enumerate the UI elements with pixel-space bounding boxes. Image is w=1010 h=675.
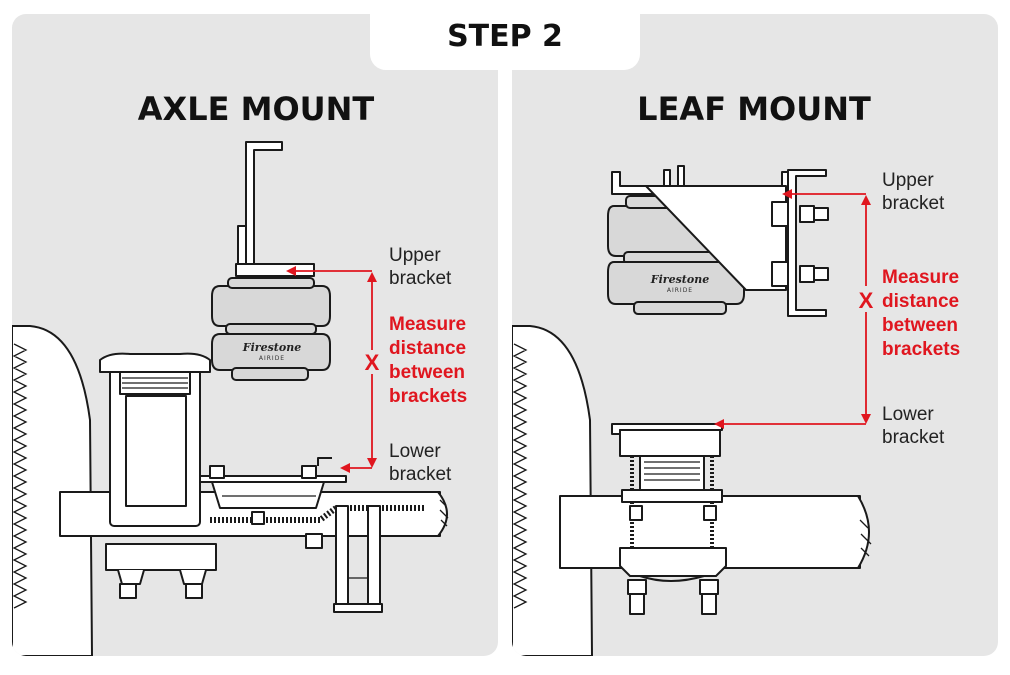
axle-upper-label: Upper bracket xyxy=(389,245,452,289)
leaf-upper-label: Upper bracket xyxy=(882,170,945,214)
tire-left xyxy=(12,325,93,656)
axle-measure-label: Measure distance between brackets xyxy=(389,314,471,407)
axle-mount-title: AXLE MOUNT xyxy=(138,90,375,128)
axle-measure-lines: X xyxy=(286,266,380,473)
leaf-spring-brand: Firestone xyxy=(650,273,709,286)
leaf-mount-title: LEAF MOUNT xyxy=(637,90,871,128)
leaf-spring-pack xyxy=(99,352,217,599)
tire-right xyxy=(512,325,593,656)
air-spring-leaf: Firestone AIRIDE xyxy=(607,165,829,317)
leaf-x-marker: X xyxy=(859,288,874,313)
lower-bracket-axle xyxy=(199,457,426,613)
step-title: STEP 2 xyxy=(447,19,563,54)
leaf-lower-label: Lower bracket xyxy=(882,404,945,448)
leaf-mount-illustration: Firestone AIRIDE xyxy=(512,165,872,656)
lower-bracket-leaf xyxy=(611,423,727,615)
leaf-measure-lines: X xyxy=(714,189,874,429)
axle-lower-label: Lower bracket xyxy=(389,441,452,485)
leaf-measure-label: Measure distance between brackets xyxy=(882,267,964,360)
leaf-spring-subbrand: AIRIDE xyxy=(667,287,693,294)
axle-spring-subbrand: AIRIDE xyxy=(259,355,285,362)
axle-mount-illustration: Firestone AIRIDE xyxy=(12,141,449,656)
axle-x-marker: X xyxy=(365,350,380,375)
step-tab: STEP 2 xyxy=(370,0,640,70)
axle-spring-brand: Firestone xyxy=(242,341,301,354)
